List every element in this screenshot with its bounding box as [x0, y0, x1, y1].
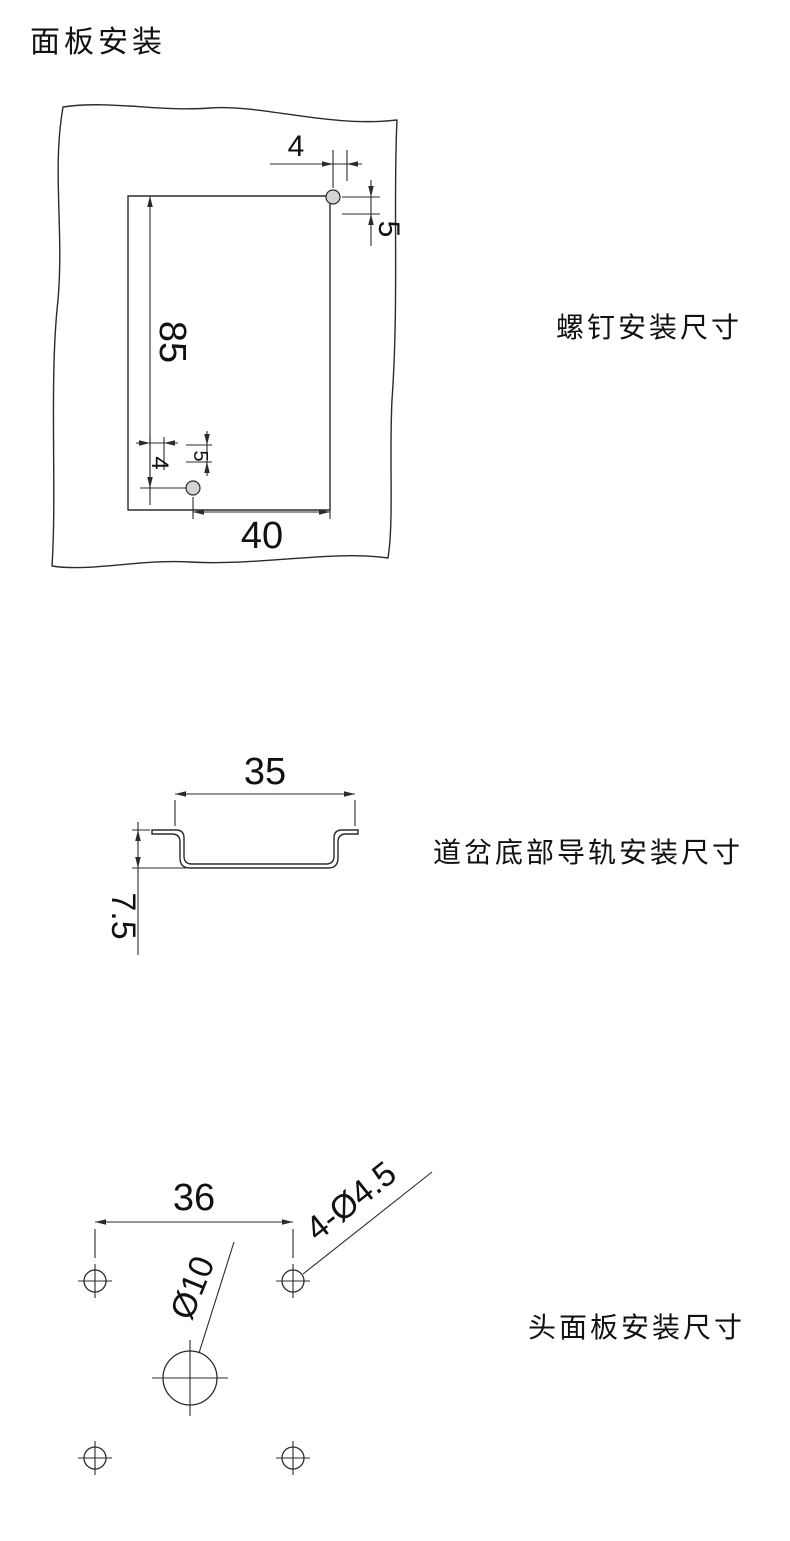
mount-hole-top-left-icon	[78, 1264, 112, 1298]
dim-height-value: 85	[151, 321, 193, 363]
dim-bottom-horizontal-offset: 4	[136, 437, 178, 505]
mount-rectangle	[127, 195, 331, 511]
dim-rail-width: 35	[174, 751, 356, 826]
screw-mount-diagram: 4 5 85	[51, 104, 405, 569]
callout-center-hole: Ø10	[163, 1241, 235, 1354]
rail-profile-outer	[151, 829, 359, 865]
mount-hole-top-right-icon	[276, 1264, 310, 1298]
dim-top-offset: 4	[270, 130, 362, 188]
dim-width-value: 40	[241, 515, 283, 557]
screw-mount-caption: 螺钉安装尺寸	[556, 312, 743, 343]
dim-bottom-vertical-offset: 5	[186, 431, 212, 476]
center-hole-icon	[152, 1340, 228, 1416]
dim-height: 85	[140, 196, 193, 489]
head-panel-caption: 头面板安装尺寸	[528, 1312, 746, 1343]
screw-hole-bottom-icon	[185, 480, 201, 496]
rail-profile-diagram: 35 7.5	[104, 751, 359, 955]
dim-top-offset-value: 4	[288, 130, 305, 163]
callout-center-hole-value: Ø10	[163, 1251, 222, 1325]
screw-hole-top-icon	[325, 189, 341, 205]
dim-right-offset-value: 5	[372, 221, 405, 238]
callout-small-holes-value: 4-Ø4.5	[299, 1154, 404, 1248]
panel-outline	[51, 104, 398, 569]
dim-hole-spacing-value: 36	[173, 1177, 215, 1219]
dim-rail-width-value: 35	[244, 751, 286, 793]
page-title: 面板安装	[30, 26, 166, 59]
dim-bottom-horizontal-value: 4	[146, 456, 173, 469]
head-panel-diagram: 36 4-Ø4.5 Ø10	[78, 1154, 433, 1475]
dim-width: 40	[192, 497, 331, 557]
dim-rail-depth-value: 7.5	[104, 892, 142, 939]
callout-small-holes: 4-Ø4.5	[299, 1154, 433, 1275]
mount-hole-bottom-right-icon	[276, 1441, 310, 1475]
dim-bottom-vertical-value: 5	[189, 450, 211, 461]
dim-right-offset: 5	[342, 180, 405, 246]
rail-mount-caption: 道岔底部导轨安装尺寸	[433, 837, 744, 868]
dim-hole-spacing: 36	[94, 1177, 294, 1258]
rail-profile-inner	[151, 833, 359, 869]
dim-rail-depth: 7.5	[104, 822, 186, 955]
mount-hole-bottom-left-icon	[78, 1441, 112, 1475]
